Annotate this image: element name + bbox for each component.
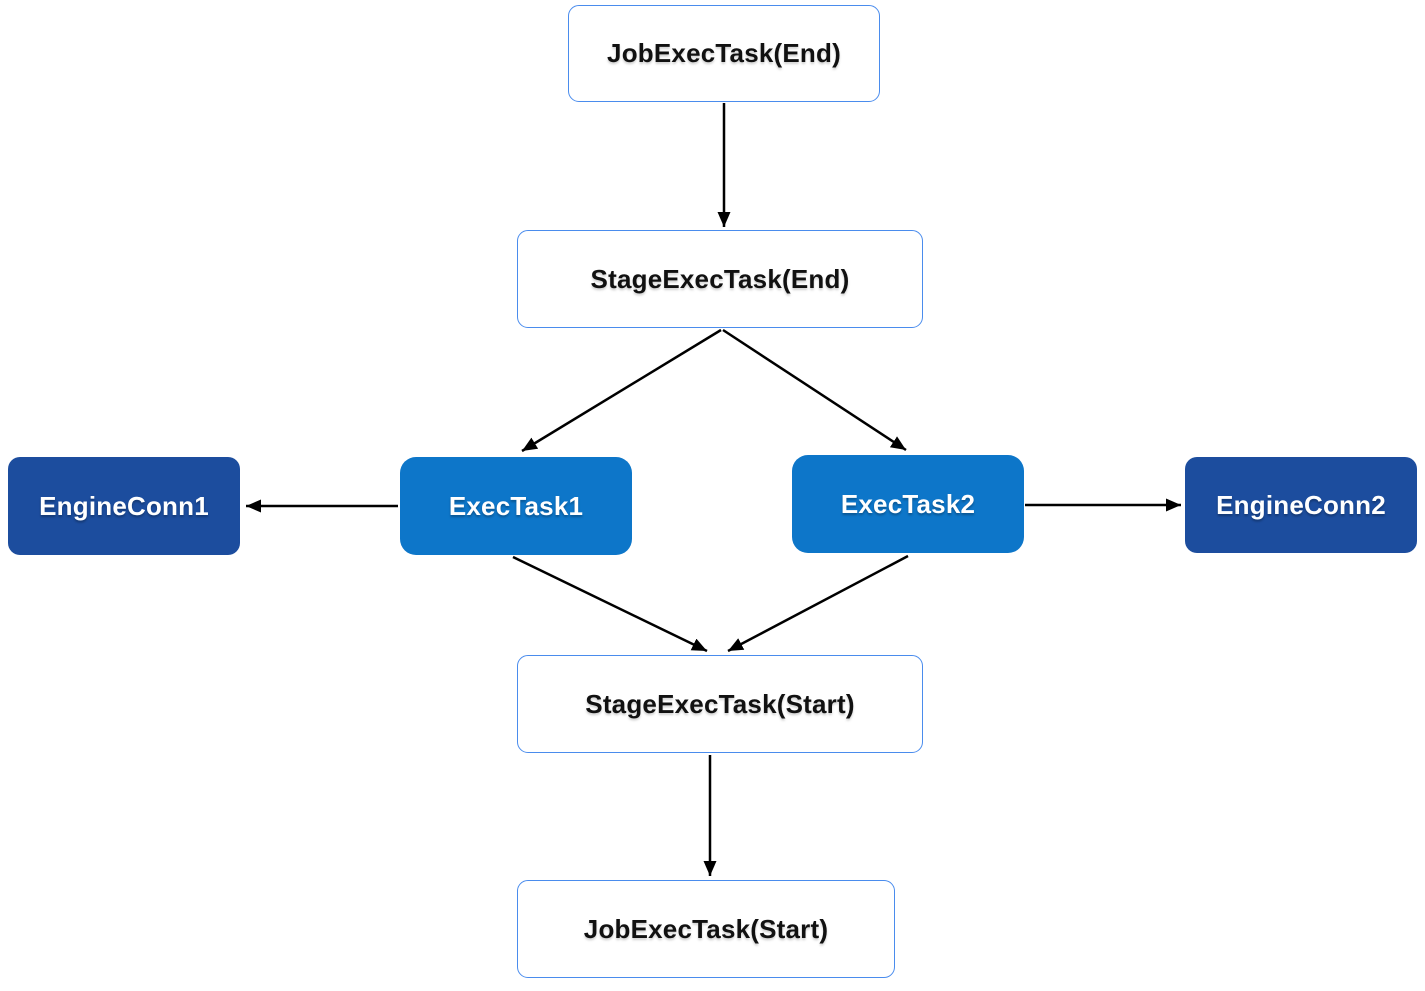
node-job-exec-task-start[interactable]: JobExecTask(Start) [517, 880, 895, 978]
node-job-exec-task-start-label: JobExecTask(Start) [583, 913, 829, 944]
edge-stage-exec-task-end-to-exec-task-1 [521, 328, 722, 453]
node-exec-task-2-label: ExecTask2 [840, 488, 976, 519]
node-exec-task-1[interactable]: ExecTask1 [400, 457, 632, 555]
node-engine-conn-2[interactable]: EngineConn2 [1185, 457, 1417, 553]
node-stage-exec-task-end-label: StageExecTask(End) [590, 263, 850, 294]
node-engine-conn-1-label: EngineConn1 [39, 490, 209, 521]
node-exec-task-1-label: ExecTask1 [448, 490, 584, 521]
edge-exec-task-1-to-stage-exec-task-start [512, 555, 708, 653]
node-job-exec-task-end-label: JobExecTask(End) [607, 38, 841, 68]
node-job-exec-task-end[interactable]: JobExecTask(End) [568, 5, 880, 102]
node-stage-exec-task-start[interactable]: StageExecTask(Start) [517, 655, 923, 753]
edge-exec-task-2-to-stage-exec-task-start [727, 554, 909, 653]
edges-group [246, 103, 1181, 876]
node-stage-exec-task-end[interactable]: StageExecTask(End) [517, 230, 923, 328]
node-engine-conn-1[interactable]: EngineConn1 [8, 457, 240, 555]
node-engine-conn-2-label: EngineConn2 [1216, 489, 1386, 520]
edge-stage-exec-task-end-to-exec-task-2 [722, 328, 907, 452]
node-exec-task-2[interactable]: ExecTask2 [792, 455, 1024, 553]
node-stage-exec-task-start-label: StageExecTask(Start) [585, 688, 855, 719]
